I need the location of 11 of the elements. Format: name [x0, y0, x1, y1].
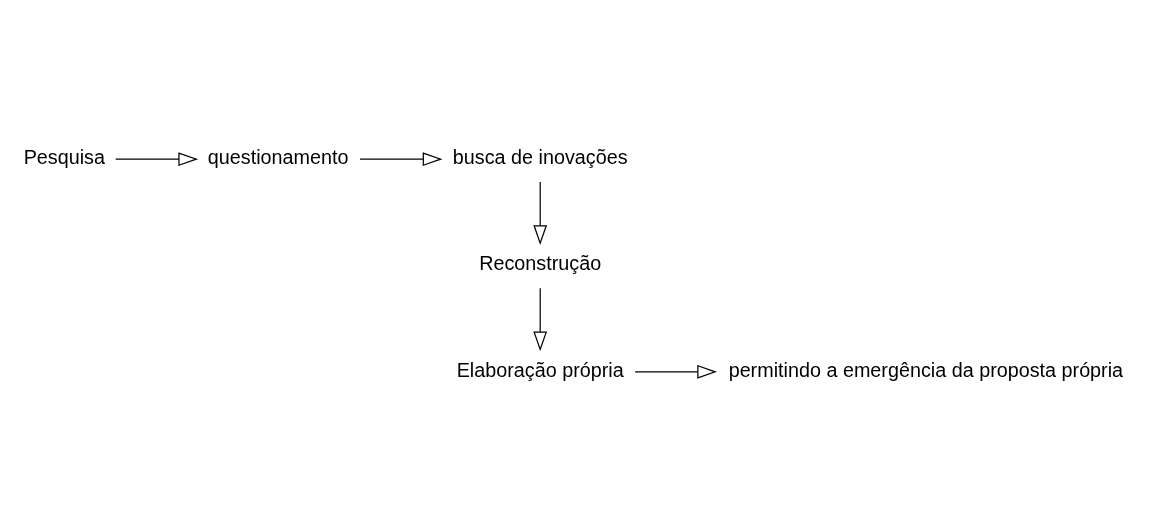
node-text: permitindo a emergência da proposta própria: [728, 358, 1124, 381]
arrow: [533, 181, 548, 245]
node-text: Reconstrução: [479, 252, 602, 275]
node-text: busca de inovações: [452, 145, 628, 168]
node-text: Pesquisa: [23, 145, 105, 168]
node-text: questionamento: [207, 145, 349, 168]
arrow: [634, 364, 718, 379]
arrow: [115, 152, 199, 167]
arrow: [359, 152, 443, 167]
node-text: Elaboração própria: [456, 358, 624, 381]
arrow: [533, 287, 548, 352]
